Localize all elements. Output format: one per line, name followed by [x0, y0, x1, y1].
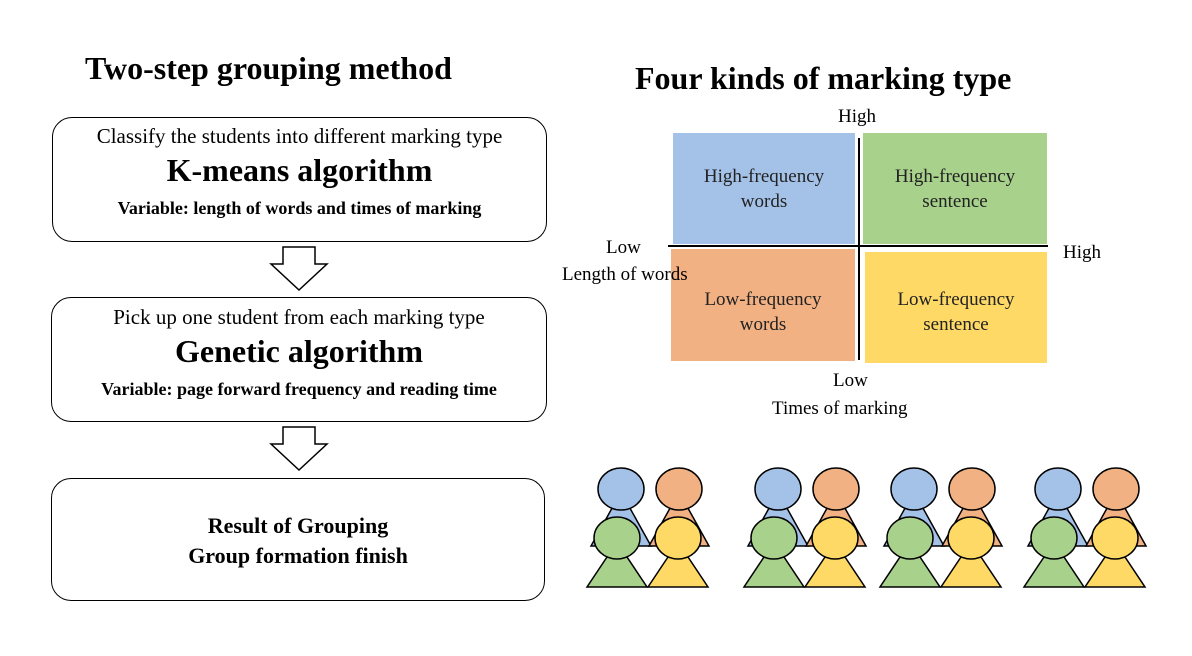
- student-figure: [803, 516, 867, 588]
- quadrant-tr-line1: High-frequency: [894, 165, 1016, 187]
- quadrant-tr-line2: sentence: [922, 190, 988, 212]
- down-arrow-1: [269, 246, 329, 292]
- student-groups: [585, 466, 1155, 590]
- kmeans-variable: Variable: length of words and times of m…: [117, 198, 482, 218]
- horizontal-axis-name: Length of words: [562, 264, 688, 285]
- kmeans-algorithm-title: K-means algorithm: [166, 152, 433, 188]
- vertical-axis: [858, 138, 860, 360]
- quadrant-bl-line1: Low-frequency: [704, 289, 822, 310]
- quadrant-bl-line2: words: [739, 314, 787, 335]
- quadrant-low-frequency-words: Low-frequency words: [671, 249, 855, 361]
- student-figure: [585, 516, 649, 588]
- quadrant-low-frequency-sentence: Low-frequency sentence: [865, 252, 1047, 363]
- vertical-axis-low-label: Low: [833, 370, 868, 391]
- result-line-2: Group formation finish: [188, 543, 408, 568]
- group-icon-1: [585, 467, 711, 588]
- result-line-1: Result of Grouping: [207, 513, 389, 538]
- down-arrow-2: [269, 426, 329, 472]
- student-figure: [939, 516, 1003, 588]
- result-box: Result of Grouping Group formation finis…: [51, 478, 545, 601]
- quadrant-tl-line2: words: [740, 190, 788, 212]
- student-figure: [742, 516, 806, 588]
- left-title: Two-step grouping method: [85, 50, 452, 86]
- vertical-axis-high-label: High: [838, 106, 876, 127]
- student-figure: [646, 516, 710, 588]
- kmeans-subtitle: Classify the students into different mar…: [96, 124, 503, 148]
- group-icon-3: [878, 467, 1004, 588]
- quadrant-br-line1: Low-frequency: [897, 288, 1015, 310]
- kmeans-step-box: Classify the students into different mar…: [52, 117, 547, 242]
- genetic-variable: Variable: page forward frequency and rea…: [101, 379, 497, 399]
- horizontal-axis-high-label: High: [1063, 242, 1101, 263]
- genetic-step-box: Pick up one student from each marking ty…: [51, 297, 547, 422]
- genetic-algorithm-title: Genetic algorithm: [175, 333, 423, 369]
- student-figure: [878, 516, 942, 588]
- horizontal-axis: [668, 245, 1048, 247]
- group-icon-2: [742, 467, 868, 588]
- student-figure: [1022, 516, 1086, 588]
- quadrant-br-line2: sentence: [923, 313, 989, 335]
- horizontal-axis-low-label: Low: [606, 237, 641, 258]
- group-icon-4: [1022, 467, 1148, 588]
- student-figure: [1083, 516, 1147, 588]
- vertical-axis-name: Times of marking: [772, 398, 908, 419]
- quadrant-tl-line1: High-frequency: [703, 165, 825, 187]
- quadrant-high-frequency-words: High-frequency words: [673, 133, 855, 244]
- right-title: Four kinds of marking type: [635, 60, 1012, 96]
- quadrant-high-frequency-sentence: High-frequency sentence: [863, 133, 1047, 244]
- genetic-subtitle: Pick up one student from each marking ty…: [113, 305, 485, 329]
